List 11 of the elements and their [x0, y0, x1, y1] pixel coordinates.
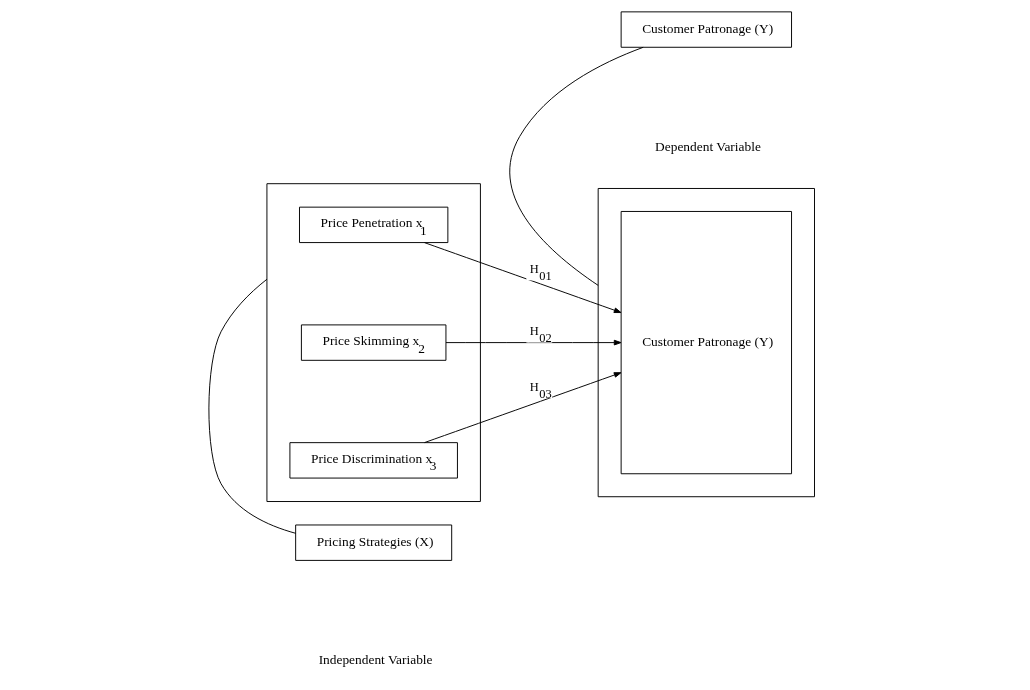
label: Independent Variable — [318, 651, 433, 667]
node-box: Customer Patronage (Y) — [620, 11, 792, 48]
connector — [207, 278, 296, 534]
label: Dependent Variable — [654, 138, 761, 154]
arrow — [423, 242, 621, 314]
connector — [509, 46, 644, 286]
arrow — [423, 372, 621, 444]
node-box: Pricing Strategies (X) — [294, 524, 452, 561]
node-box: Customer Patronage (Y) — [620, 211, 792, 475]
cluster — [597, 188, 815, 498]
cluster — [265, 183, 481, 502]
